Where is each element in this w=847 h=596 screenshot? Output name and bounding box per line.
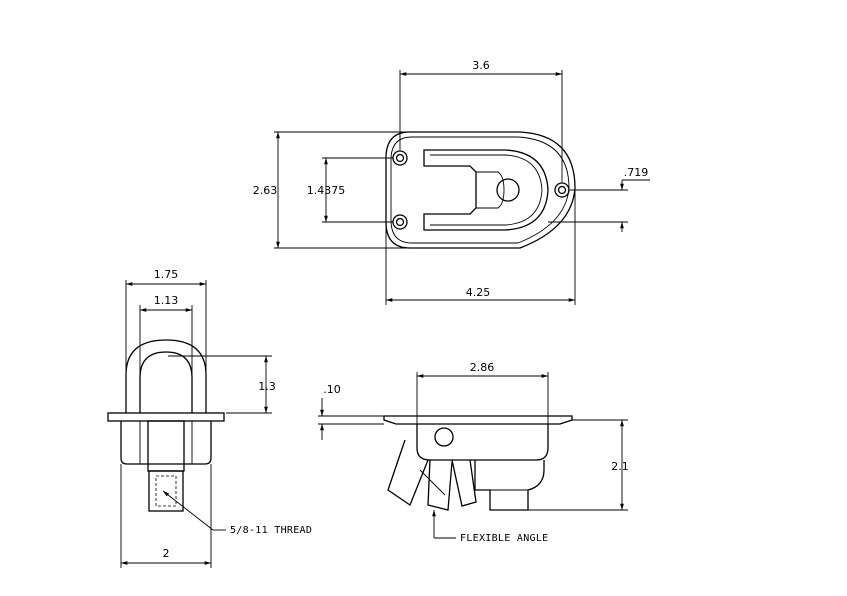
dim-side-flange: .10 — [323, 383, 341, 396]
thread-note: 5/8-11 THREAD — [230, 525, 312, 536]
mounting-hole-1 — [392, 150, 408, 166]
dim-top-overall-width: 4.25 — [466, 286, 491, 299]
side-view: 2.86 .10 2.1 FLEXIBLE ANGLE — [318, 361, 629, 544]
dim-side-width: 2.86 — [470, 361, 495, 374]
mounting-hole-3 — [554, 182, 570, 198]
dim-front-loop-height: 1.3 — [258, 380, 276, 393]
dim-top-hole-spacing: 3.6 — [472, 59, 490, 72]
dim-side-height: 2.1 — [611, 460, 629, 473]
dim-front-base-width: 2 — [163, 547, 170, 560]
dim-top-height: 2.63 — [253, 184, 278, 197]
front-view: 1.75 1.13 1.3 5/8-11 THREAD 2 — [107, 268, 312, 568]
dim-front-inner-width: 1.13 — [154, 294, 179, 307]
dim-front-outer-width: 1.75 — [154, 268, 179, 281]
dim-top-hole-vertical: 1.4375 — [307, 184, 346, 197]
top-view: 3.6 2.63 1.4375 .719 4.25 — [253, 59, 650, 305]
mounting-hole-2 — [392, 214, 408, 230]
dim-top-offset: .719 — [624, 166, 649, 179]
flexible-angle-note: FLEXIBLE ANGLE — [460, 533, 549, 544]
